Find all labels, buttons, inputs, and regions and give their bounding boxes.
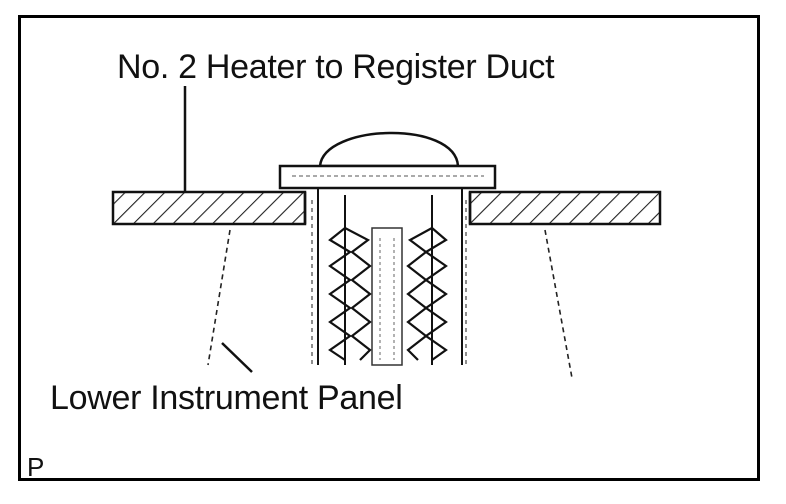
- duct-label: No. 2 Heater to Register Duct: [117, 48, 555, 86]
- duct-plate: [111, 190, 662, 226]
- lower-panel-outline: [207, 229, 573, 379]
- clip-shank: [311, 188, 467, 366]
- panel-leader-line: [221, 342, 253, 373]
- panel-label: Lower Instrument Panel: [50, 379, 403, 417]
- diagram-frame: [18, 15, 760, 481]
- clip-head: [278, 131, 497, 190]
- reference-code: P: [27, 452, 45, 482]
